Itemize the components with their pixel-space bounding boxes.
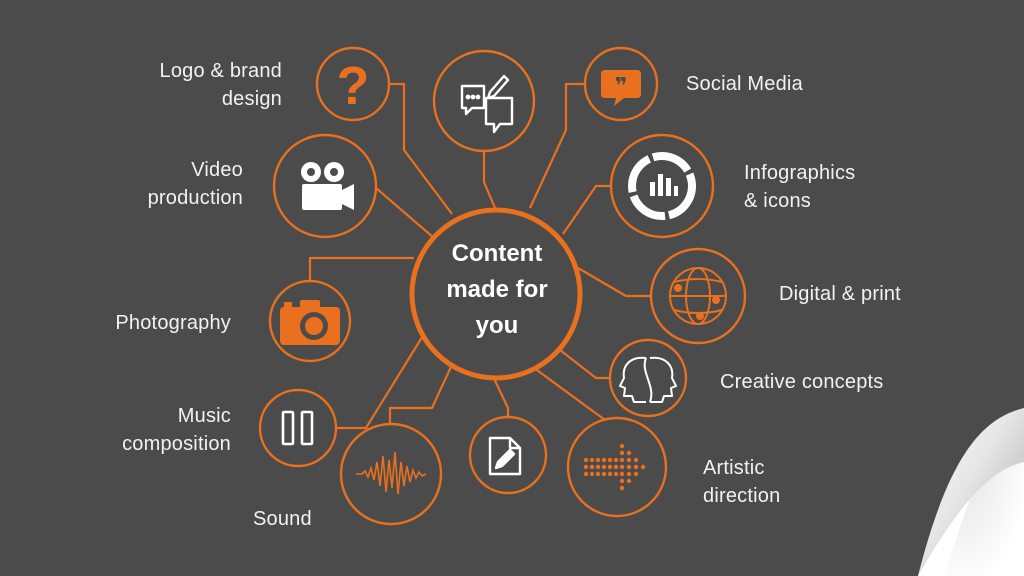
label-sound: Sound: [253, 508, 312, 530]
question-mark-icon: ?: [337, 56, 370, 116]
speech-bubble-quote-icon: ❞: [601, 70, 641, 106]
center-title-line-2: made for: [446, 276, 548, 303]
connector-video: [375, 187, 435, 239]
label-social-media: Social Media: [686, 73, 803, 95]
node-music-composition: [258, 388, 338, 468]
video-camera-icon: [301, 162, 354, 210]
sound-wave-icon: [356, 451, 427, 495]
label-music-composition: Music composition: [122, 405, 231, 455]
label-video-production: Video production: [147, 159, 243, 209]
connector-social: [529, 82, 584, 209]
center-title-line-3: you: [475, 312, 519, 339]
camera-icon: [280, 300, 340, 345]
pause-bars-icon: [281, 410, 314, 446]
label-photography: Photography: [115, 312, 231, 334]
globe-network-icon: [669, 267, 727, 325]
label-artistic-direction: Artistic direction: [703, 457, 781, 507]
connector-logo: [380, 82, 453, 215]
connector-sound: [388, 355, 457, 428]
center-title: Content made for you: [412, 236, 582, 344]
two-heads-icon: [619, 356, 677, 403]
connector-arrow: [525, 361, 609, 423]
svg-text:❞: ❞: [615, 74, 628, 99]
document-pen-icon: [488, 436, 522, 476]
connector-creative: [559, 349, 612, 380]
connector-infographics: [562, 184, 612, 235]
center-node: [409, 207, 583, 381]
label-logo-brand-design: Logo & brand design: [159, 60, 282, 110]
connector-digital: [577, 267, 650, 298]
dotted-arrow-icon: [583, 443, 646, 491]
connector-photography: [308, 256, 414, 282]
center-title-line-1: Content: [451, 240, 543, 267]
label-infographics-icons: Infographics & icons: [744, 162, 856, 212]
connector-music: [336, 333, 425, 430]
donut-chart-icon: [628, 152, 696, 220]
connector-chat: [482, 150, 497, 209]
label-creative-concepts: Creative concepts: [720, 371, 884, 393]
chat-pen-icon: [460, 74, 514, 134]
page-curl: [918, 408, 1024, 576]
node-logo-brand-design: [315, 46, 391, 122]
label-digital-print: Digital & print: [779, 283, 901, 305]
